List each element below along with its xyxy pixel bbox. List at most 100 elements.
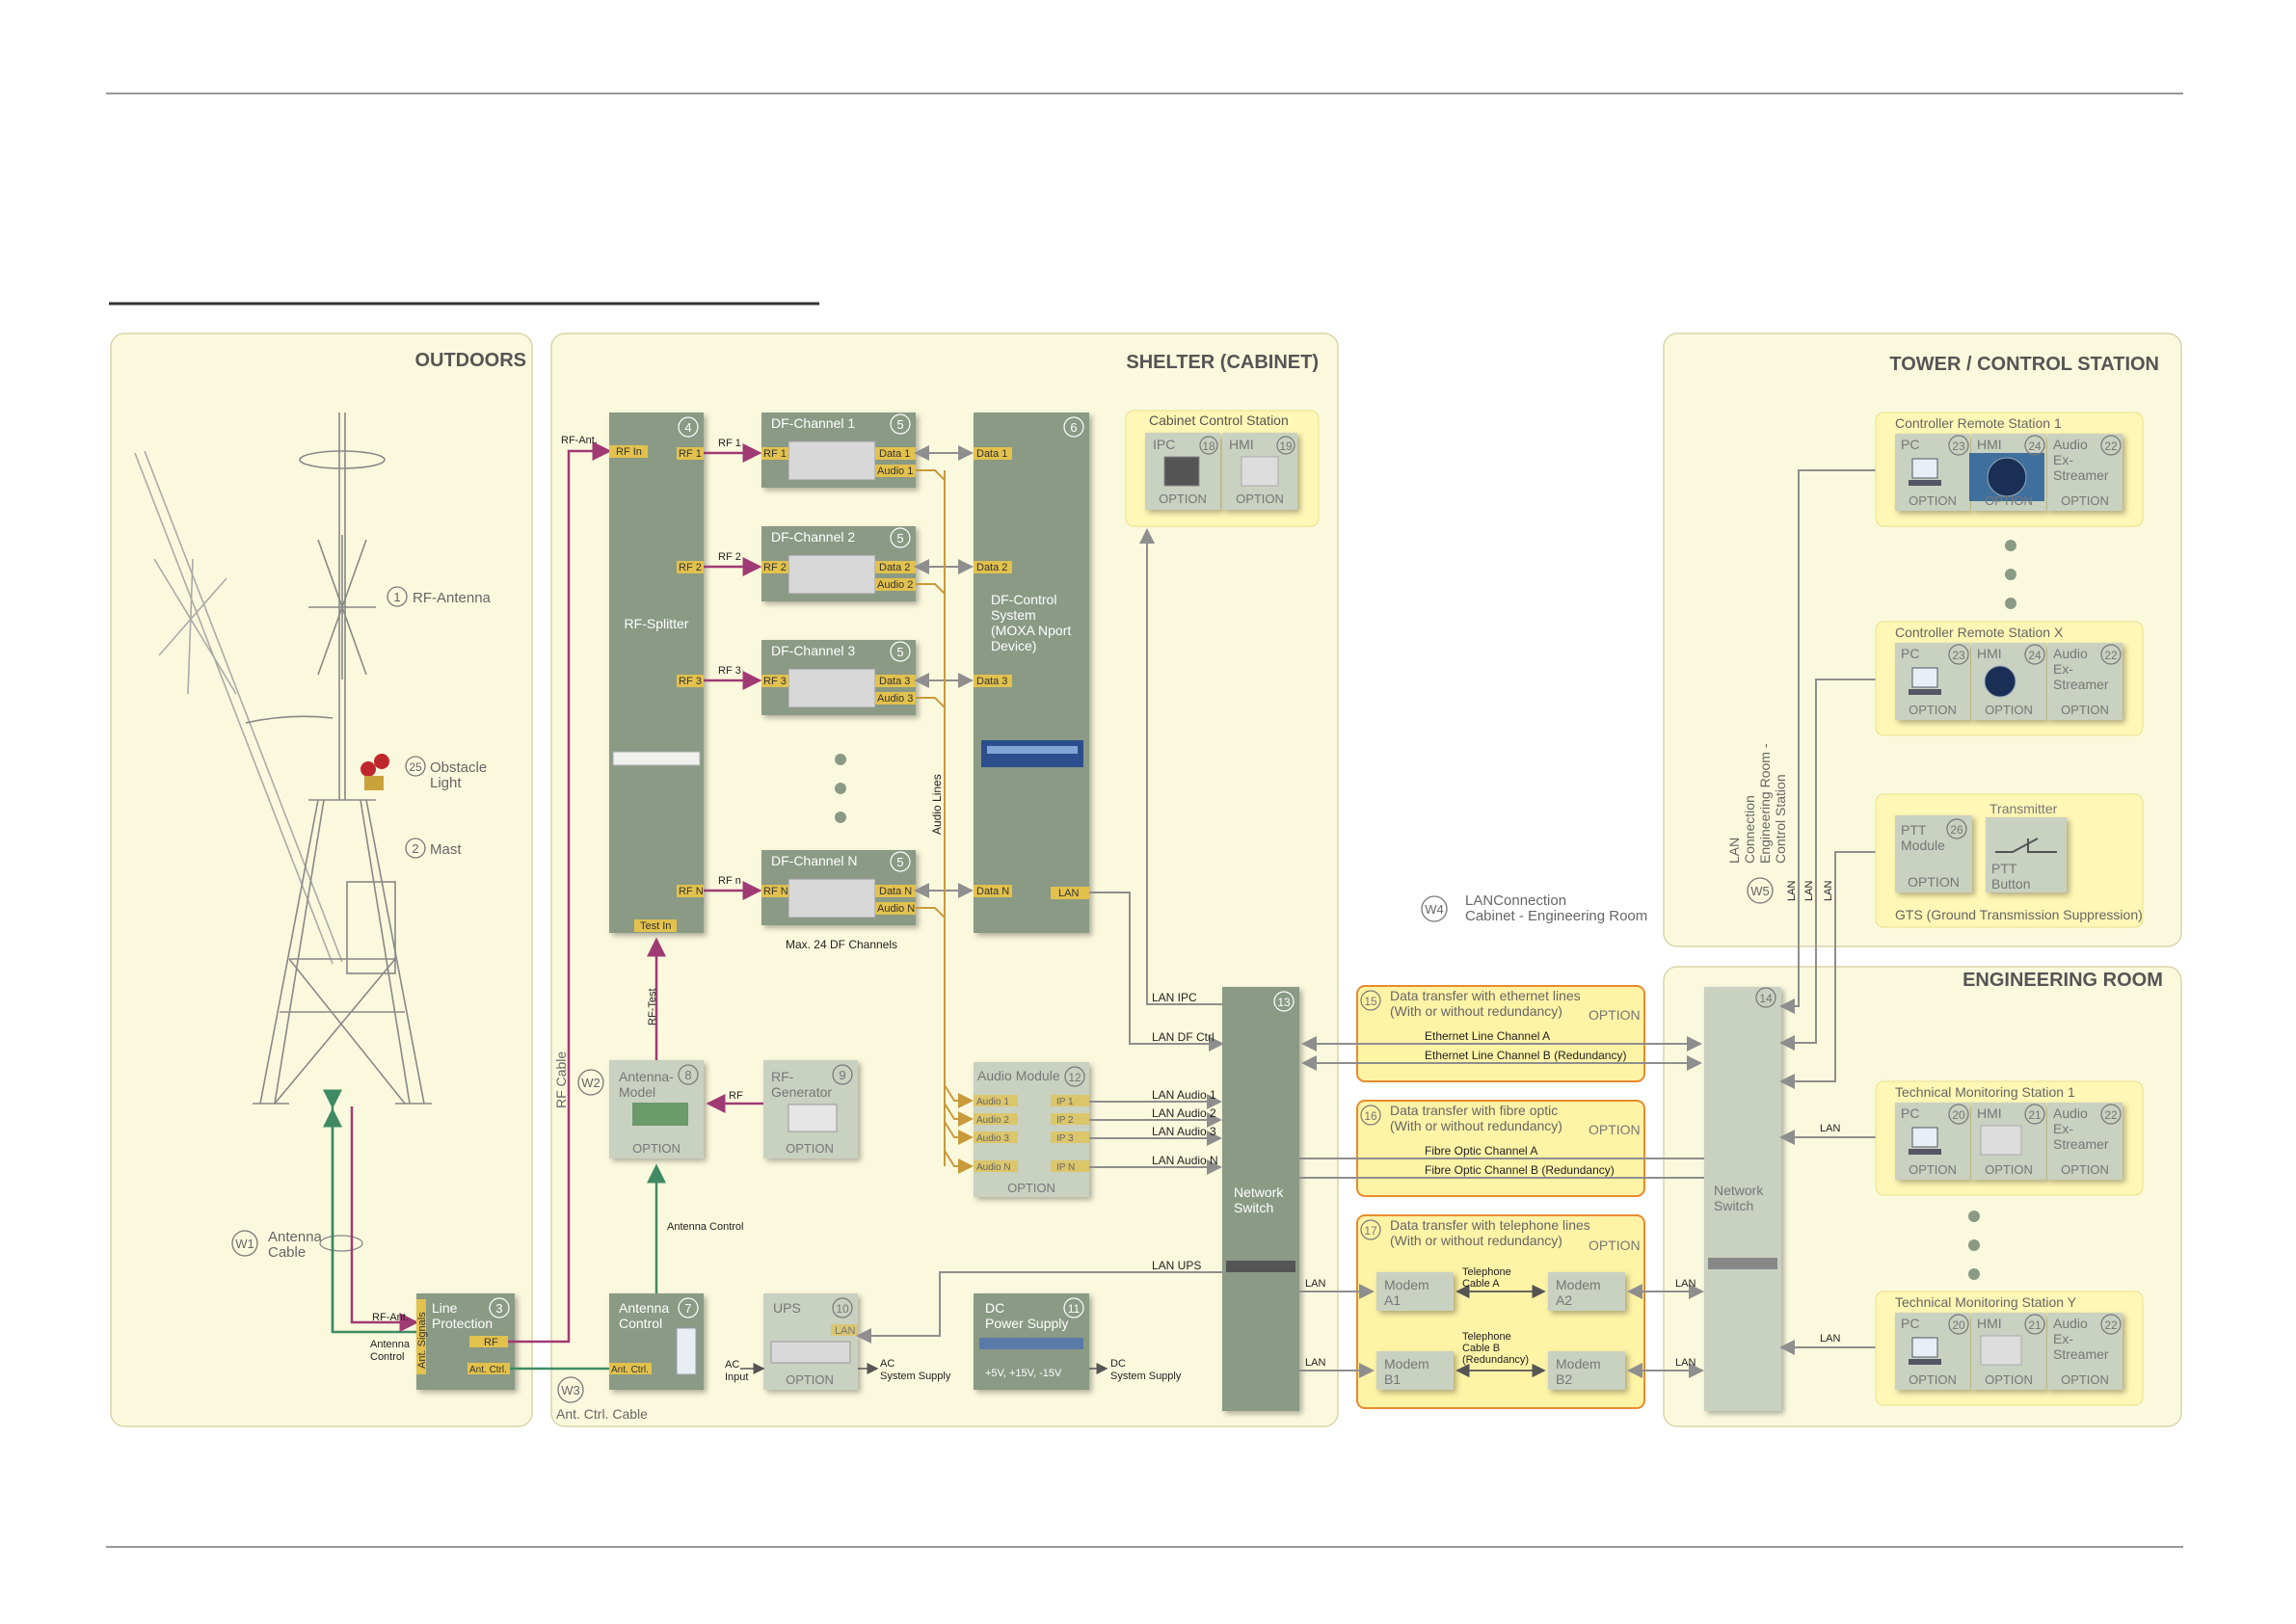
svg-text:DC: DC: [985, 1300, 1004, 1316]
dc-supply-device-icon: [979, 1338, 1083, 1349]
switch-13-device-icon: [1226, 1261, 1295, 1272]
svg-text:20: 20: [1952, 1108, 1965, 1122]
svg-text:Audio: Audio: [2053, 646, 2088, 661]
svg-text:System: System: [991, 607, 1036, 623]
outdoor-rf-cable: [350, 1106, 419, 1332]
svg-text:LAN: LAN: [1305, 1278, 1325, 1290]
svg-text:Control: Control: [619, 1316, 662, 1331]
splitter-output-port: [677, 561, 704, 573]
svg-text:Test In: Test In: [640, 920, 671, 932]
svg-text:OPTION: OPTION: [786, 1141, 834, 1156]
audio-module-input-port: [974, 1131, 1018, 1143]
audio-module-output-port: [1051, 1113, 1089, 1125]
svg-text:Audio N: Audio N: [877, 903, 915, 915]
svg-text:Audio: Audio: [2053, 1105, 2088, 1121]
svg-text:23: 23: [1952, 649, 1965, 662]
svg-text:RF 1: RF 1: [763, 448, 787, 460]
svg-text:GTS (Ground Transmission Suppr: GTS (Ground Transmission Suppression): [1895, 907, 2143, 922]
transfer-channel-lines: [1299, 1036, 1704, 1378]
svg-text:LAN: LAN: [1820, 1333, 1840, 1344]
svg-text:(With or without redundancy): (With or without redundancy): [1390, 1003, 1562, 1019]
svg-text:Telephone: Telephone: [1462, 1331, 1511, 1343]
svg-text:DF-Control: DF-Control: [991, 592, 1056, 607]
df-channel-title: DF-Channel N: [771, 853, 857, 868]
svg-text:Audio 1: Audio 1: [976, 1097, 1009, 1107]
svg-text:AC: AC: [725, 1359, 739, 1371]
svg-text:A2: A2: [1556, 1292, 1572, 1308]
tower-lan-lines: [1779, 463, 1891, 1355]
svg-text:Audio 3: Audio 3: [976, 1133, 1009, 1144]
svg-text:Cabinet Control Station: Cabinet Control Station: [1149, 413, 1289, 428]
hmi-device-icon: [1241, 456, 1279, 487]
svg-text:LAN: LAN: [1675, 1278, 1695, 1290]
svg-text:B2: B2: [1556, 1371, 1572, 1387]
svg-text:Antenna: Antenna: [619, 1300, 669, 1316]
svg-text:21: 21: [2028, 1318, 2042, 1332]
svg-text:Modem: Modem: [1384, 1277, 1429, 1292]
svg-text:AC: AC: [880, 1358, 894, 1370]
network-switch-13: 13 Network Switch: [1222, 987, 1299, 1411]
splitter-output-label: RF 1: [679, 448, 702, 460]
audio-module-output-port: [1051, 1095, 1089, 1106]
svg-text:OPTION: OPTION: [1159, 492, 1207, 506]
svg-text:22: 22: [2104, 649, 2118, 662]
svg-text:PTT: PTT: [1901, 822, 1927, 838]
splitter-output-label: RF 3: [679, 676, 702, 687]
mast-illustration: [134, 413, 432, 1105]
svg-text:Network: Network: [1234, 1185, 1284, 1200]
rf-link-label: RF 3: [718, 665, 741, 677]
cabinet-control-station: Cabinet Control Station IPC 18 HMI 19 OP…: [1125, 410, 1320, 527]
hmi-radar-icon: [1984, 665, 2016, 698]
df-receiver-device-icon: [788, 878, 876, 918]
svg-text:Ex-: Ex-: [2053, 452, 2073, 467]
svg-text:Data 2: Data 2: [879, 562, 910, 573]
splitter-output-port: [677, 885, 704, 897]
svg-text:RF 2: RF 2: [763, 562, 787, 573]
pc-icon: [1911, 458, 1938, 479]
label-mast: 2 Mast: [405, 838, 462, 859]
svg-text:Cable: Cable: [268, 1244, 306, 1261]
svg-text:IP N: IP N: [1056, 1162, 1075, 1173]
station-option-label: OPTION: [1985, 1162, 2033, 1177]
svg-text:23: 23: [1952, 439, 1965, 453]
svg-text:RF: RF: [484, 1337, 498, 1348]
svg-text:Ant. Ctrl.: Ant. Ctrl.: [469, 1365, 507, 1375]
rf-generator-device-icon: [788, 1104, 838, 1132]
svg-text:Antenna: Antenna: [268, 1229, 323, 1245]
svg-text:Audio 2: Audio 2: [976, 1115, 1009, 1126]
station-title: Controller Remote Station 1: [1895, 415, 2062, 431]
svg-text:IPC: IPC: [1153, 437, 1175, 452]
audio-module-input-port: [974, 1113, 1018, 1125]
svg-text:Fibre Optic Channel B (Redunda: Fibre Optic Channel B (Redundancy): [1425, 1163, 1615, 1177]
label-w4: W4 LANConnection Cabinet - Engineering R…: [1421, 892, 1647, 924]
svg-text:RF-Antenna: RF-Antenna: [413, 590, 492, 606]
svg-text:Ethernet Line Channel A: Ethernet Line Channel A: [1425, 1029, 1550, 1043]
svg-text:Modem: Modem: [1556, 1277, 1601, 1292]
transfer-ethernet: 15 Data transfer with ethernet lines (Wi…: [1356, 985, 1645, 1082]
svg-text:Data 3: Data 3: [879, 676, 910, 687]
svg-text:Switch: Switch: [1234, 1200, 1273, 1215]
svg-text:UPS: UPS: [773, 1300, 801, 1316]
svg-text:3: 3: [495, 1301, 502, 1316]
svg-text:PC: PC: [1901, 1316, 1919, 1331]
audio-module-input-port: [974, 1095, 1018, 1106]
svg-text:Control: Control: [370, 1351, 404, 1363]
svg-text:7: 7: [684, 1301, 691, 1316]
svg-text:HMI: HMI: [1977, 1105, 2002, 1121]
svg-text:Data 3: Data 3: [976, 676, 1007, 687]
antenna-control-device-icon: [676, 1327, 697, 1375]
svg-text:(Redundancy): (Redundancy): [1462, 1354, 1529, 1366]
ups: UPS 10 LAN OPTION: [763, 1293, 858, 1390]
svg-text:19: 19: [1279, 439, 1293, 453]
df-channel-title: DF-Channel 1: [771, 415, 855, 431]
svg-text:6: 6: [1070, 420, 1077, 435]
svg-text:Audio Module: Audio Module: [977, 1068, 1060, 1083]
station-option-label: OPTION: [1909, 493, 1957, 508]
df-control-input-port: [974, 675, 1012, 687]
svg-text:W5: W5: [1750, 884, 1770, 898]
df-receiver-device-icon: [788, 554, 876, 595]
